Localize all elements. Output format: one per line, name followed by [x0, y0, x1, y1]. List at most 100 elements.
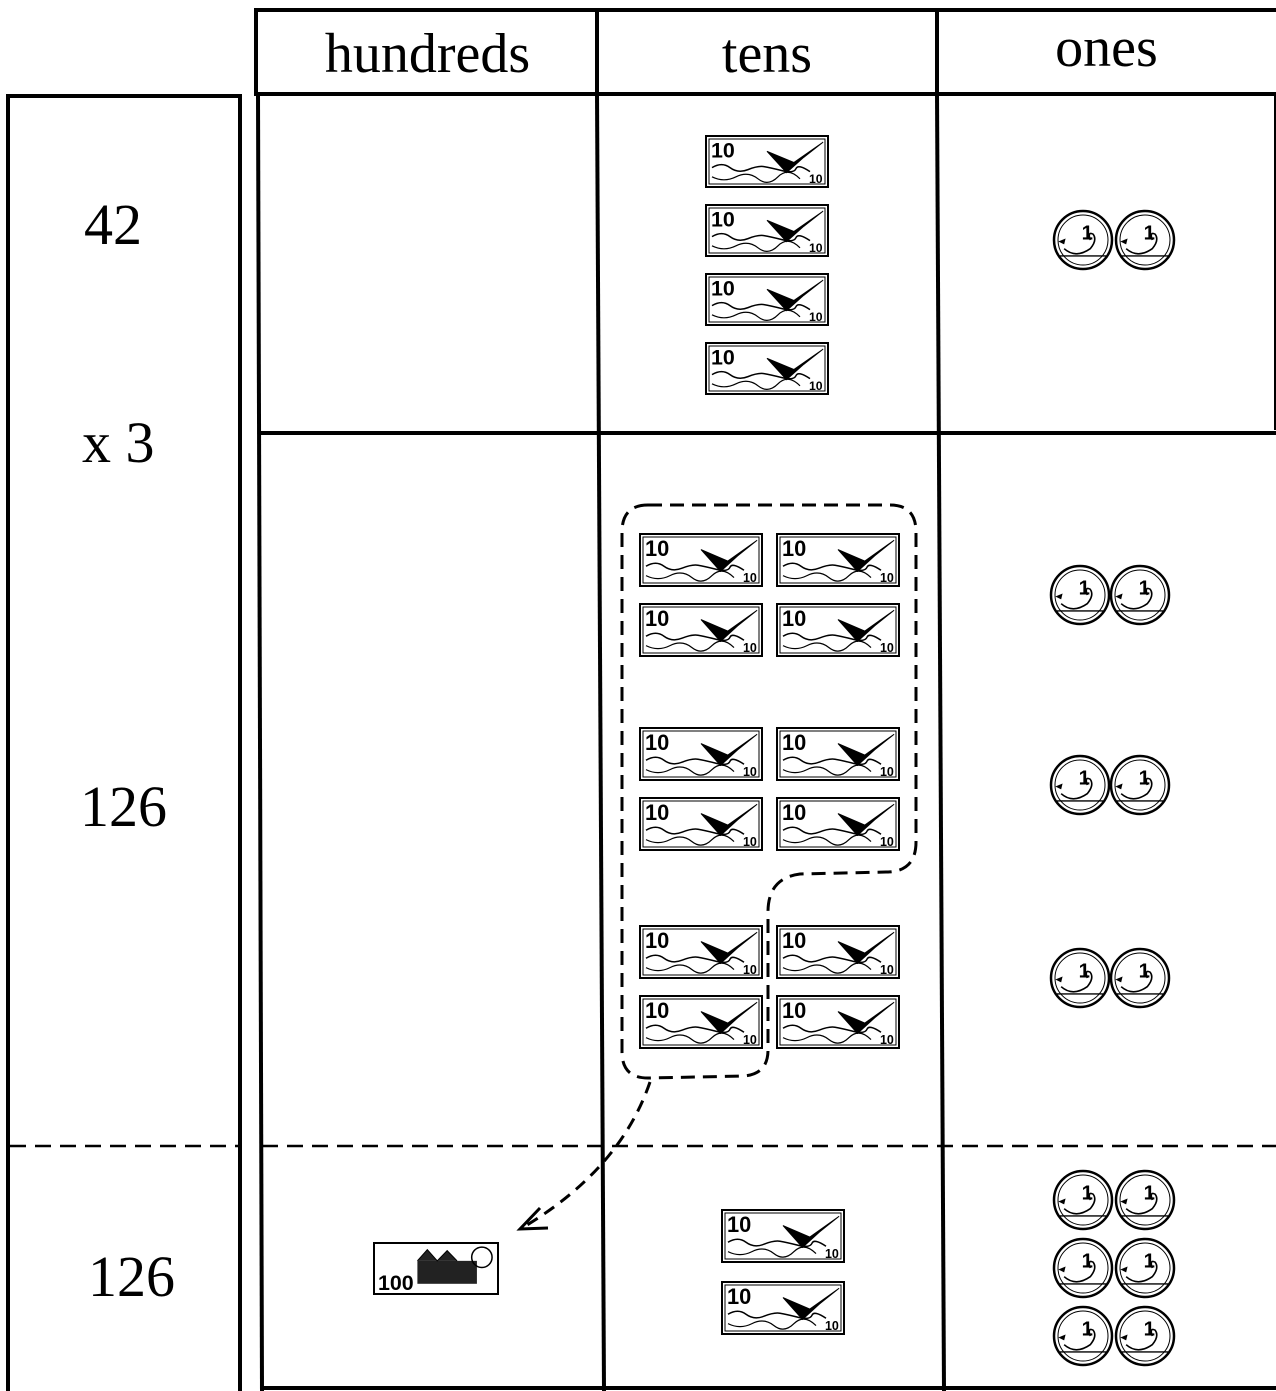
ten-bill: 10 10	[777, 798, 899, 850]
ten-bill-label: 10	[782, 928, 806, 953]
one-coin: 1	[1054, 1171, 1112, 1229]
ten-bill-label: 10	[711, 345, 735, 369]
ten-bill-corner-label: 10	[743, 963, 757, 977]
one-coin: 1	[1111, 566, 1169, 624]
coin-label: 1	[1079, 767, 1090, 789]
ten-bill-corner-label: 10	[809, 172, 823, 186]
ten-bill: 10 10	[640, 996, 762, 1048]
ten-bill: 10 10	[640, 926, 762, 978]
ten-bill-label: 10	[727, 1212, 751, 1237]
ten-bill: 10 10	[640, 604, 762, 656]
ten-bill: 10 10	[777, 996, 899, 1048]
ten-bill-label: 10	[711, 138, 735, 162]
ten-bill-corner-label: 10	[743, 1033, 757, 1047]
ten-bill: 10 10	[777, 728, 899, 780]
ten-bill-corner-label: 10	[880, 571, 894, 585]
header-ones: ones	[937, 20, 1276, 76]
ten-bill-label: 10	[645, 606, 669, 631]
coin-label: 1	[1139, 767, 1150, 789]
one-coin: 1	[1051, 756, 1109, 814]
coin-label: 1	[1144, 1318, 1155, 1340]
hundred-bill: 100	[374, 1243, 498, 1295]
ten-bill-label: 10	[782, 730, 806, 755]
one-coin: 1	[1116, 1307, 1174, 1365]
ten-bill-corner-label: 10	[880, 963, 894, 977]
one-coin: 1	[1051, 566, 1109, 624]
result: 126	[88, 1248, 175, 1306]
ten-bill: 10 10	[706, 136, 828, 187]
header-tens: tens	[597, 26, 937, 82]
ten-bill-label: 10	[782, 800, 806, 825]
grid-divider-hundreds-tens	[597, 94, 604, 1391]
ten-bill-label: 10	[645, 536, 669, 561]
ten-bill: 10 10	[640, 728, 762, 780]
ten-bill-corner-label: 10	[880, 835, 894, 849]
coin-label: 1	[1139, 577, 1150, 599]
coin-label: 1	[1082, 1182, 1093, 1204]
header-hundreds: hundreds	[258, 26, 597, 82]
one-coin: 1	[1054, 1239, 1112, 1297]
coin-label: 1	[1079, 960, 1090, 982]
ten-bill-label: 10	[782, 536, 806, 561]
coin-label: 1	[1082, 1250, 1093, 1272]
one-coin: 1	[1116, 1239, 1174, 1297]
ten-bill-corner-label: 10	[743, 835, 757, 849]
ten-bill: 10 10	[722, 1282, 844, 1334]
ten-bill: 10 10	[777, 534, 899, 586]
ten-bill-corner-label: 10	[809, 241, 823, 255]
one-coin: 1	[1111, 756, 1169, 814]
ten-bill: 10 10	[640, 798, 762, 850]
ten-bill-label: 10	[782, 606, 806, 631]
coin-label: 1	[1082, 222, 1093, 244]
grid-divider-tens-ones	[937, 94, 944, 1391]
ten-bill-label: 10	[645, 800, 669, 825]
ten-bill-label: 10	[645, 998, 669, 1023]
ten-bill: 10 10	[706, 205, 828, 256]
ten-bill: 10 10	[777, 604, 899, 656]
one-coin: 1	[1051, 949, 1109, 1007]
ten-bill: 10 10	[722, 1210, 844, 1262]
one-coin: 1	[1116, 1171, 1174, 1229]
multiplier: x 3	[82, 414, 155, 472]
one-coin: 1	[1054, 211, 1112, 269]
coin-label: 1	[1144, 1250, 1155, 1272]
coin-label: 1	[1144, 222, 1155, 244]
grid-left-border	[258, 94, 262, 1391]
ten-bill-label: 10	[727, 1284, 751, 1309]
regroup-arrowhead	[520, 1208, 548, 1229]
ten-bill-corner-label: 10	[880, 641, 894, 655]
ten-bill-label: 10	[782, 998, 806, 1023]
ten-bill-corner-label: 10	[825, 1319, 839, 1333]
one-coin: 1	[1116, 211, 1174, 269]
ten-bill-corner-label: 10	[743, 641, 757, 655]
ten-bill-corner-label: 10	[825, 1247, 839, 1261]
ten-bill-label: 10	[645, 730, 669, 755]
hundred-bill-label: 100	[378, 1271, 414, 1295]
coin-label: 1	[1079, 577, 1090, 599]
ten-bill-corner-label: 10	[809, 310, 823, 324]
coin-label: 1	[1082, 1318, 1093, 1340]
ten-bill-label: 10	[711, 276, 735, 300]
ten-bill: 10 10	[706, 274, 828, 325]
regroup-arrow	[522, 1082, 650, 1228]
ten-bill-corner-label: 10	[743, 571, 757, 585]
ten-bill-label: 10	[711, 207, 735, 231]
ten-bill-corner-label: 10	[880, 1033, 894, 1047]
operation-box	[8, 96, 240, 1391]
product: 126	[80, 778, 167, 836]
one-coin: 1	[1054, 1307, 1112, 1365]
coin-label: 1	[1144, 1182, 1155, 1204]
coin-label: 1	[1139, 960, 1150, 982]
multiplicand: 42	[84, 196, 142, 254]
one-coin: 1	[1111, 949, 1169, 1007]
ten-bill: 10 10	[777, 926, 899, 978]
ten-bill-label: 10	[645, 928, 669, 953]
ten-bill-corner-label: 10	[880, 765, 894, 779]
ten-bill-corner-label: 10	[743, 765, 757, 779]
regroup-boundary	[622, 505, 916, 1078]
ten-bill: 10 10	[640, 534, 762, 586]
money-pieces: 10 10 10 10 10 10 10 10 1 1 10 10 10 10 10 10 10 10 10 10 10…	[374, 136, 1174, 1365]
